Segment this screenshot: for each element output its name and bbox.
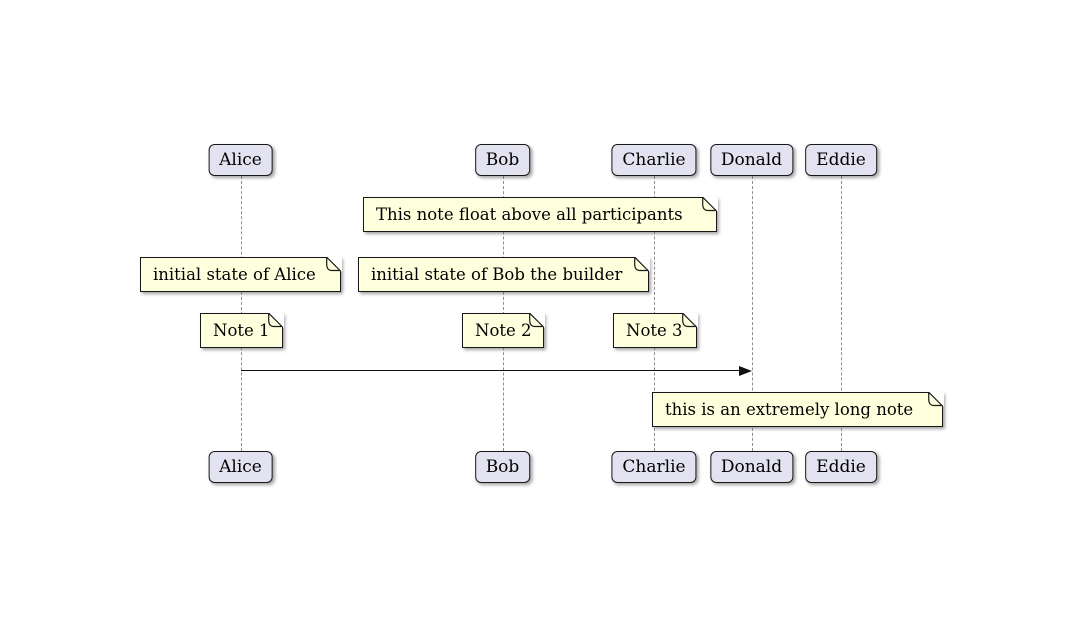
participant-label: Bob: [485, 457, 520, 477]
participant-top-alice: Alice: [208, 144, 273, 176]
participant-top-bob: Bob: [474, 144, 531, 176]
lifeline-eddie: [841, 176, 842, 451]
note-fold-icon: [928, 391, 943, 406]
participant-bottom-eddie: Eddie: [805, 451, 877, 483]
note-float-above-participants: This note float above all participants: [363, 196, 718, 232]
note-text: initial state of Alice: [153, 265, 316, 284]
participant-label: Alice: [219, 457, 262, 477]
lifeline-donald: [751, 176, 753, 451]
note-text: Note 1: [213, 321, 270, 340]
note-initial-state-bob: initial state of Bob the builder: [358, 256, 650, 292]
note-text: this is an extremely long note: [665, 400, 914, 419]
participant-label: Alice: [219, 150, 262, 170]
note-fold-icon: [634, 256, 649, 271]
note-text: Note 3: [626, 321, 683, 340]
participant-bottom-bob: Bob: [474, 451, 531, 483]
participant-label: Bob: [485, 150, 520, 170]
note-fold-icon: [268, 312, 283, 327]
participant-label: Charlie: [622, 150, 686, 170]
note-2: Note 2: [462, 312, 545, 348]
note-fold-icon: [529, 312, 544, 327]
message-arrow-head-icon: [739, 366, 752, 376]
note-text: Note 2: [475, 321, 532, 340]
participant-label: Donald: [720, 150, 783, 170]
participant-label: Donald: [720, 457, 783, 477]
note-fold-icon: [682, 312, 697, 327]
note-text: initial state of Bob the builder: [371, 265, 623, 284]
participant-label: Eddie: [816, 457, 866, 477]
participant-bottom-alice: Alice: [208, 451, 273, 483]
note-3: Note 3: [613, 312, 698, 348]
participant-top-charlie: Charlie: [611, 144, 697, 176]
participant-top-donald: Donald: [709, 144, 794, 176]
participant-label: Charlie: [622, 457, 686, 477]
participant-bottom-donald: Donald: [709, 451, 794, 483]
note-fold-icon: [702, 196, 717, 211]
participant-bottom-charlie: Charlie: [611, 451, 697, 483]
note-extremely-long: this is an extremely long note: [652, 391, 944, 427]
note-text: This note float above all participants: [376, 205, 683, 224]
participant-label: Eddie: [816, 150, 866, 170]
note-initial-state-alice: initial state of Alice: [140, 256, 342, 292]
message-arrow-line: [241, 370, 743, 371]
note-fold-icon: [326, 256, 341, 271]
participant-top-eddie: Eddie: [805, 144, 877, 176]
note-1: Note 1: [200, 312, 284, 348]
